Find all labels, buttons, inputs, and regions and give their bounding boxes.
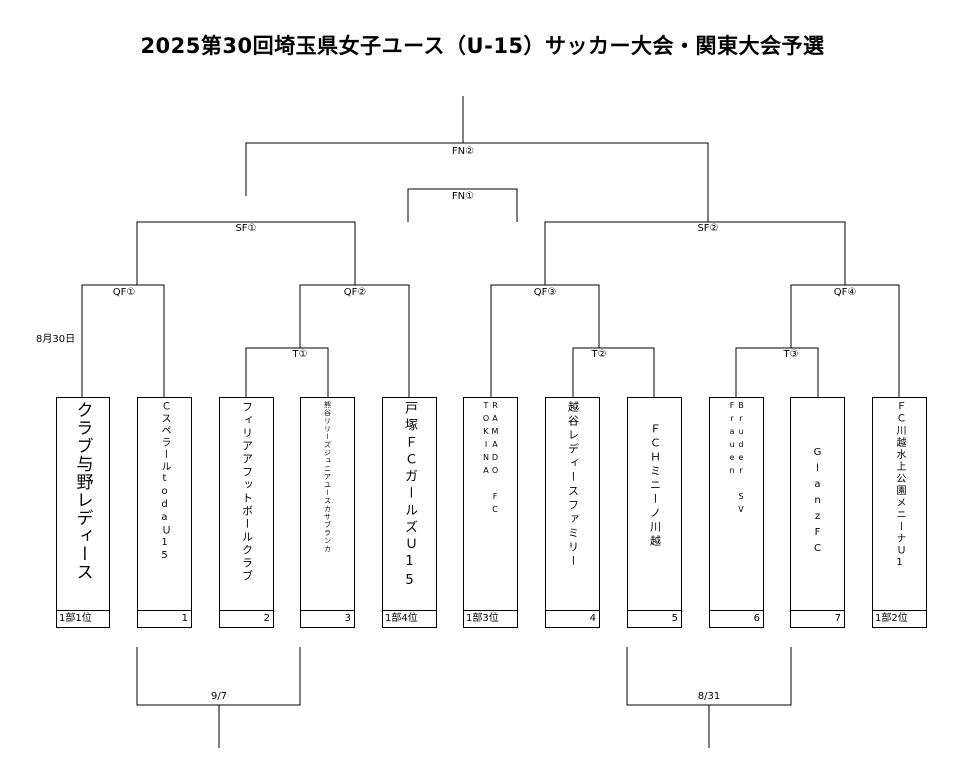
team-name: フィリアアフットボールクラブ	[240, 401, 254, 583]
label-fn1: FN①	[450, 191, 476, 203]
team-box: 熊谷リリーズジュニアユースカサブランカ 3	[300, 397, 355, 628]
team-name: 熊谷リリーズジュニアユースカサブランカ	[323, 401, 332, 553]
label-t3: T③	[782, 349, 800, 361]
team-box: RAMADO FC TOKINA 1部3位	[463, 397, 518, 628]
team-seed: 5	[628, 610, 681, 627]
label-t2: T②	[590, 349, 608, 361]
team-name: ＦＣＨミニーノ川越	[648, 423, 662, 549]
team-name: 戸塚ＦＣガールズＵ15	[402, 401, 417, 592]
bottom-date-right: 8/31	[696, 691, 722, 703]
team-name: RAMADO FC TOKINA	[481, 401, 500, 518]
team-name: Bruder SV Frauen	[727, 401, 746, 518]
label-qf2: QF②	[342, 287, 368, 299]
qf1-bracket	[81, 284, 165, 397]
label-fn2: FN②	[450, 146, 476, 158]
team-seed: 1部4位	[383, 610, 436, 627]
team-box: ＦＣＨミニーノ川越 5	[627, 397, 682, 628]
team-name: ＦＣ川越水上公園メニーナＵ1	[894, 401, 905, 570]
team-box: ＦＣ川越水上公園メニーナＵ1 1部2位	[872, 397, 927, 628]
team-box: Bruder SV Frauen 6	[709, 397, 764, 628]
qf4-bracket	[790, 284, 900, 397]
qf2-bracket	[299, 284, 410, 397]
team-box: GlanzFC 7	[790, 397, 845, 628]
label-sf2: SF②	[696, 223, 720, 235]
team-seed: 1	[138, 610, 191, 627]
qf3-bracket	[490, 284, 600, 397]
label-qf4: QF④	[832, 287, 858, 299]
date-note: 8月30日	[36, 334, 76, 345]
team-seed: 1部2位	[873, 610, 926, 627]
team-seed: 7	[791, 610, 844, 627]
t2-bracket	[572, 347, 655, 397]
team-seed: 1部3位	[464, 610, 517, 627]
page-title: 2025第30回埼玉県女子ユース（U-15）サッカー大会・関東大会予選	[140, 34, 825, 58]
team-name: GlanzFC	[812, 447, 823, 559]
team-box: ＣスペラールtodaＵ15 1	[137, 397, 192, 628]
label-qf3: QF③	[532, 287, 558, 299]
fn1-bracket	[407, 188, 518, 222]
label-t1: T①	[291, 349, 309, 361]
team-seed: 3	[301, 610, 354, 627]
t3-bracket	[735, 347, 819, 397]
team-name: クラブ与野レディース	[72, 401, 93, 581]
team-seed: 4	[546, 610, 599, 627]
label-qf1: QF①	[111, 287, 137, 299]
team-box: 越谷レディースファミリー 4	[545, 397, 600, 628]
team-box: クラブ与野レディース 1部1位	[56, 397, 110, 628]
fn2-bracket	[245, 142, 709, 222]
bottom-date-left: 9/7	[209, 691, 229, 703]
team-box: 戸塚ＦＣガールズＵ15 1部4位	[382, 397, 437, 628]
team-box: フィリアアフットボールクラブ 2	[219, 397, 274, 628]
label-sf1: SF①	[234, 223, 258, 235]
team-name: 越谷レディースファミリー	[566, 401, 580, 569]
t1-bracket	[245, 347, 329, 397]
team-name: ＣスペラールtodaＵ15	[159, 401, 170, 563]
sf1-bracket	[136, 221, 356, 285]
team-seed: 6	[710, 610, 763, 627]
sf2-bracket	[544, 221, 846, 285]
team-seed: 1部1位	[57, 610, 109, 627]
team-seed: 2	[220, 610, 273, 627]
